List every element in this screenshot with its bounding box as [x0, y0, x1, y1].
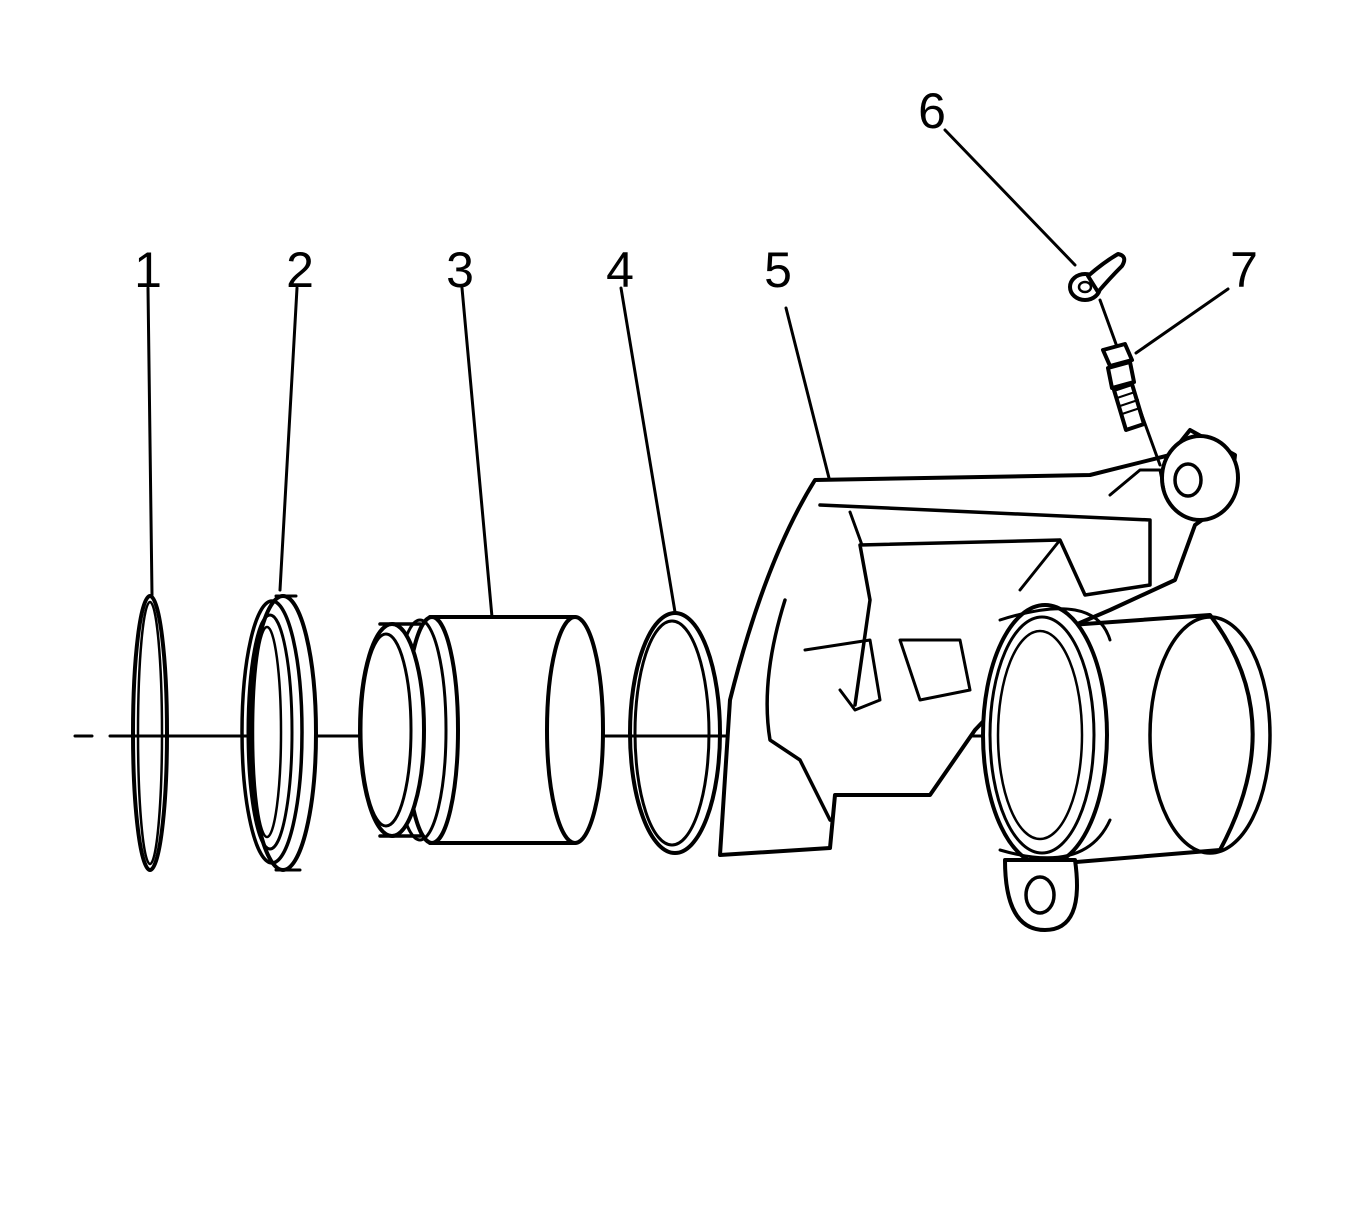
callout-7-label: 7 — [1230, 242, 1258, 298]
part-2-boot — [240, 594, 318, 872]
callout-1-label: 1 — [134, 242, 162, 298]
part-3-piston — [358, 615, 605, 845]
callout-3-label: 3 — [446, 242, 474, 298]
callout-2-label: 2 — [286, 242, 314, 298]
leader-lines — [146, 128, 1230, 619]
part-6-bleeder-cap — [1068, 252, 1127, 302]
part-1-seal-ring — [131, 594, 169, 872]
part-5-caliper-housing — [718, 428, 1272, 932]
part-4-piston-seal — [628, 611, 722, 855]
callout-6-label: 6 — [918, 83, 946, 139]
callout-4-label: 4 — [606, 242, 634, 298]
part-7-bleeder-valve — [1098, 298, 1162, 467]
callout-5-label: 5 — [764, 242, 792, 298]
